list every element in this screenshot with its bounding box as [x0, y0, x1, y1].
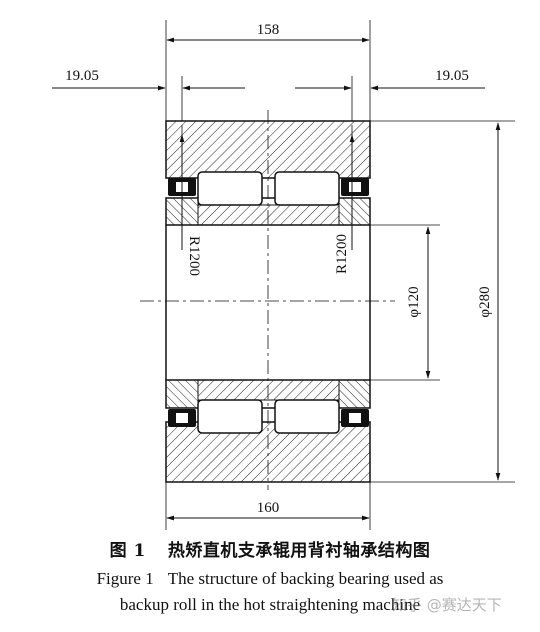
inner-diameter-label: φ120 — [406, 286, 422, 317]
watermark: 知乎 @赛达天下 — [392, 596, 502, 614]
left-offset-label: 19.05 — [65, 68, 99, 84]
rollers-bottom — [197, 399, 340, 434]
radius-right-label: R1200 — [334, 234, 350, 274]
overall-width-label: 158 — [257, 22, 280, 38]
bearing-cross-section-diagram: 158 19.05 19.05 160 R1200 R1200 φ120 φ28… — [52, 20, 515, 530]
bottom-width-label: 160 — [257, 500, 280, 516]
figure-title-en-line1: The structure of backing bearing used as — [167, 569, 444, 588]
figure-number-en: Figure 1 — [96, 569, 154, 588]
figure-caption-en: Figure 1 The structure of backing bearing… — [0, 566, 540, 618]
figure-title-cn: 热矫直机支承辊用背衬轴承结构图 — [167, 541, 431, 561]
bore — [165, 225, 371, 380]
extension-lines — [165, 20, 515, 530]
right-offset-label: 19.05 — [435, 68, 469, 84]
outer-diameter-label: φ280 — [477, 286, 493, 317]
figure-caption-cn: 图 1 热矫直机支承辊用背衬轴承结构图 — [0, 536, 540, 561]
figure-number-cn: 图 1 — [109, 541, 146, 561]
figure-title-en-line2: backup roll in the hot straightening mac… — [119, 595, 421, 614]
dimension-lines — [52, 37, 501, 521]
rollers-top — [197, 171, 340, 206]
radius-left-label: R1200 — [186, 236, 202, 276]
